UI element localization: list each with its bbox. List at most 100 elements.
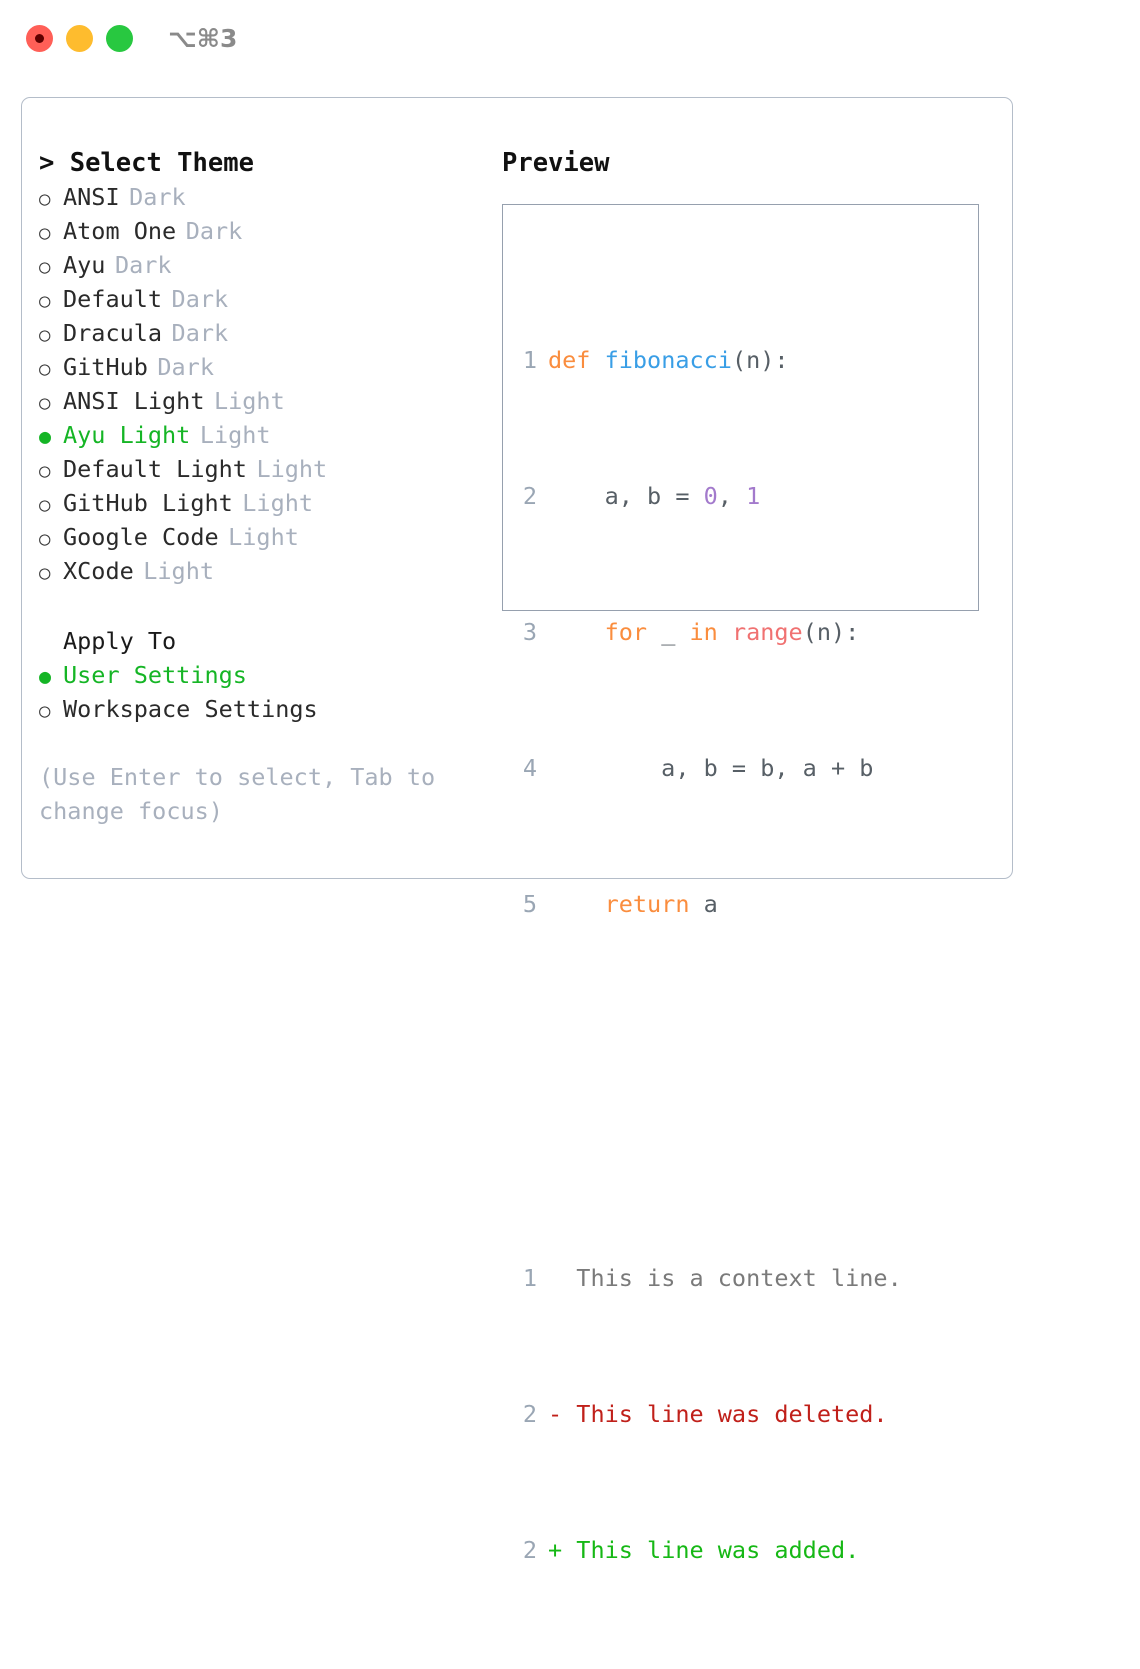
diff-marker: +: [548, 1536, 563, 1564]
code-preview: 1 def fibonacci(n): 2 a, b = 0, 1 3 for _…: [519, 241, 902, 1669]
keyboard-hint-text: (Use Enter to select, Tab to change focu…: [39, 763, 450, 825]
theme-option-github[interactable]: ○ GitHub Dark: [39, 350, 469, 384]
diff-text: This is a context line.: [562, 1264, 902, 1292]
theme-option-tag: Light: [242, 489, 314, 517]
theme-option-label: XCode: [63, 557, 134, 585]
theme-option-atom-one[interactable]: ○ Atom One Dark: [39, 214, 469, 248]
code-token: def: [548, 346, 591, 374]
line-number: 2: [522, 482, 537, 510]
code-token: ,: [717, 482, 747, 510]
theme-option-label: ANSI Light: [63, 387, 205, 415]
code-token: [548, 618, 605, 646]
theme-option-label: GitHub Light: [63, 489, 233, 517]
diff-line-deleted: 2- This line was deleted.: [519, 1397, 902, 1431]
radio-icon: ○: [39, 188, 51, 210]
theme-option-label: Ayu Light: [63, 421, 191, 449]
apply-to-option-label: User Settings: [63, 661, 247, 689]
theme-option-label: Dracula: [63, 319, 163, 347]
code-token: in: [689, 618, 718, 646]
line-number: 3: [522, 618, 537, 646]
code-blank-line: [519, 1023, 902, 1057]
line-number: 1: [522, 1264, 537, 1292]
radio-icon: ○: [39, 494, 51, 516]
theme-option-google-code[interactable]: ○ Google Code Light: [39, 520, 469, 554]
caret-marker: >: [39, 148, 55, 178]
code-token: (n):: [731, 346, 789, 374]
theme-option-tag: Dark: [185, 217, 243, 245]
code-line: 4 a, b = b, a + b: [519, 751, 902, 785]
code-token: fibonacci: [604, 346, 732, 374]
apply-to-option-user-settings[interactable]: ● User Settings: [39, 658, 469, 692]
theme-option-label: Google Code: [63, 523, 219, 551]
close-window-button[interactable]: [26, 25, 53, 52]
theme-option-github-light[interactable]: ○ GitHub Light Light: [39, 486, 469, 520]
radio-icon: ○: [39, 460, 51, 482]
code-token: _: [647, 618, 690, 646]
diff-text: This line was deleted.: [562, 1400, 888, 1428]
code-token: 1: [746, 482, 761, 510]
line-number: 5: [522, 890, 537, 918]
code-token: a, b = b, a + b: [548, 754, 874, 782]
theme-option-tag: Dark: [157, 353, 214, 381]
code-token: a, b =: [548, 482, 704, 510]
radio-icon: ○: [39, 256, 51, 278]
theme-option-tag: Light: [213, 387, 285, 415]
theme-option-tag: Light: [143, 557, 214, 585]
theme-option-ansi-light[interactable]: ○ ANSI Light Light: [39, 384, 469, 418]
preview-column: Preview 1 def fibonacci(n): 2 a, b = 0, 1…: [502, 146, 992, 1564]
diff-line-added: 2+ This line was added.: [519, 1533, 902, 1567]
theme-option-tag: Dark: [171, 285, 229, 313]
code-token: [548, 890, 605, 918]
code-token: a: [689, 890, 718, 918]
theme-option-label: Atom One: [63, 217, 177, 245]
radio-icon: ○: [39, 528, 51, 550]
apply-to-option-workspace-settings[interactable]: ○Workspace Settings: [39, 692, 469, 726]
theme-option-tag: Light: [228, 523, 299, 551]
apply-to-option-label: Workspace Settings: [63, 695, 318, 723]
radio-icon: ○: [39, 324, 51, 346]
select-theme-heading: > Select Theme: [39, 146, 469, 180]
diff-marker: -: [548, 1400, 563, 1428]
select-theme-heading-label: Select Theme: [69, 148, 254, 178]
code-blank-line: [519, 1125, 902, 1159]
diff-line-context: 1 This is a context line.: [519, 1261, 902, 1295]
minimize-window-button[interactable]: [66, 25, 93, 52]
code-line: 1 def fibonacci(n):: [519, 343, 902, 377]
diff-text: This line was added.: [562, 1536, 860, 1564]
theme-option-tag: Dark: [114, 251, 172, 279]
radio-icon: ○: [39, 358, 51, 380]
preview-heading: Preview: [502, 148, 610, 178]
theme-option-tag: Dark: [129, 183, 186, 211]
theme-option-label: Default Light: [63, 455, 247, 483]
zoom-window-button[interactable]: [106, 25, 133, 52]
title-bar: ⌥⌘3: [0, 0, 1140, 78]
code-token: for: [604, 618, 648, 646]
radio-icon-selected: ●: [39, 664, 52, 688]
radio-icon: ○: [39, 392, 51, 414]
code-line: 5 return a: [519, 887, 902, 921]
theme-option-label: GitHub: [63, 353, 148, 381]
line-number: 1: [522, 346, 537, 374]
code-token: return: [604, 890, 690, 918]
line-number: 4: [522, 754, 537, 782]
line-number: 2: [522, 1400, 537, 1428]
code-line: 3 for _ in range(n):: [519, 615, 902, 649]
code-token: range: [731, 618, 803, 646]
code-token: 0: [703, 482, 718, 510]
preview-box: 1 def fibonacci(n): 2 a, b = 0, 1 3 for _…: [502, 204, 979, 1564]
radio-icon: ○: [39, 290, 51, 312]
radio-icon: ○: [39, 222, 51, 244]
section-spacer: [39, 588, 469, 624]
apply-to-heading: Apply To: [63, 627, 177, 655]
